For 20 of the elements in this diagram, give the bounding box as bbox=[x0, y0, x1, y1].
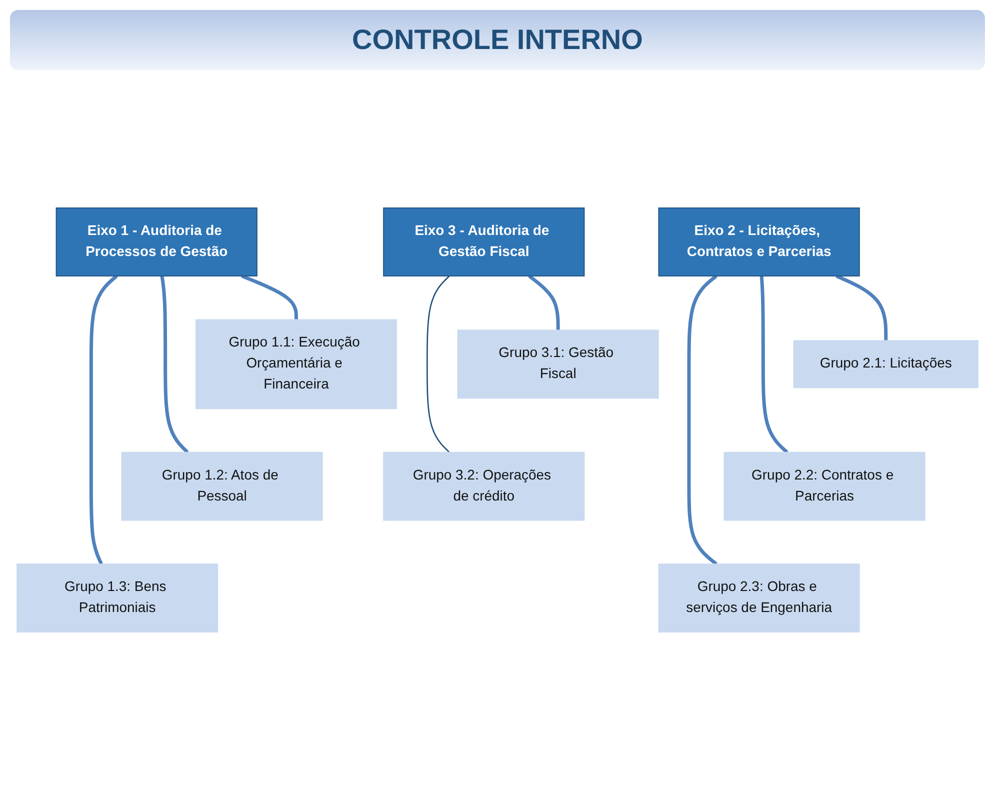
node-box: Eixo 3 - Auditoria de Gestão Fiscal bbox=[383, 208, 585, 276]
connector bbox=[160, 276, 189, 454]
title-banner: CONTROLE INTERNO bbox=[10, 10, 985, 70]
node-box: Grupo 3.1: Gestão Fiscal bbox=[457, 330, 659, 399]
connector bbox=[426, 276, 450, 453]
node-box: Eixo 2 - Licitações, Contratos e Parcerias bbox=[658, 208, 860, 276]
connector bbox=[687, 274, 718, 566]
connector bbox=[760, 276, 788, 454]
connector bbox=[528, 274, 560, 330]
connector bbox=[241, 274, 298, 320]
connector bbox=[836, 274, 888, 341]
node-box: Grupo 2.1: Licitações bbox=[793, 340, 978, 388]
node-box: Grupo 3.2: Operações de crédito bbox=[383, 452, 585, 521]
node-box: Grupo 1.2: Atos de Pessoal bbox=[121, 452, 323, 521]
node-box: Grupo 2.3: Obras e serviços de Engenharia bbox=[658, 564, 860, 632]
node-box: Grupo 1.3: Bens Patrimoniais bbox=[16, 564, 218, 632]
connector bbox=[89, 274, 118, 565]
node-box: Grupo 2.2: Contratos e Parcerias bbox=[724, 452, 926, 521]
node-box: Grupo 1.1: Execução Orçamentária e Financeira bbox=[195, 319, 398, 410]
node-box: Eixo 1 - Auditoria de Processos de Gestão bbox=[56, 208, 258, 276]
